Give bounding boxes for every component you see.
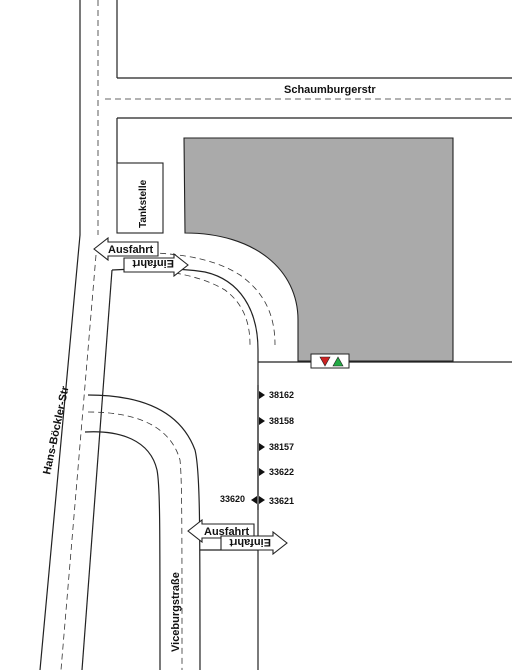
entry-label-north: Einfahrt [132,257,174,269]
bay-label: 38157 [269,442,294,452]
bay-arrow-icon [259,468,265,476]
bay-arrow-icon [251,496,257,504]
exit-label-north: Ausfahrt [108,244,154,256]
exit-label-south: Ausfahrt [204,526,250,538]
bay-label: 33621 [269,496,294,506]
entry-arrow-north [123,252,189,278]
entry-arrow-south [220,530,288,556]
bay-arrow-icon [259,417,265,425]
street-label-north: Schaumburgerstr [284,84,376,96]
exit-arrow-north [93,236,159,262]
triangle-up-icon [332,356,344,367]
bay-markers: 38162 38158 38157 33622 33621 33620 [220,385,294,510]
entry-label-south: Einfahrt [229,536,271,548]
bay-label: 38158 [269,416,294,426]
north-entry-exit: Ausfahrt Einfahrt [93,236,189,278]
status-marker [310,353,350,369]
triangle-down-icon [319,356,331,367]
bay-arrow-icon [259,391,265,399]
bay-label: 33622 [269,467,294,477]
south-entry-exit: Ausfahrt Einfahrt [187,518,288,556]
building [183,137,454,362]
street-outlines [39,0,512,670]
gas-station: Tankstelle [116,162,164,234]
gas-station-label: Tankstelle [138,179,149,228]
bay-arrow-icon [259,443,265,451]
street-label-south: Viceburgstraße [170,572,182,652]
bay-arrow-icon [259,496,265,504]
street-label-west: Hans-Böckler-Str [41,385,72,476]
bay-label: 33620 [220,494,245,504]
bay-label: 38162 [269,390,294,400]
